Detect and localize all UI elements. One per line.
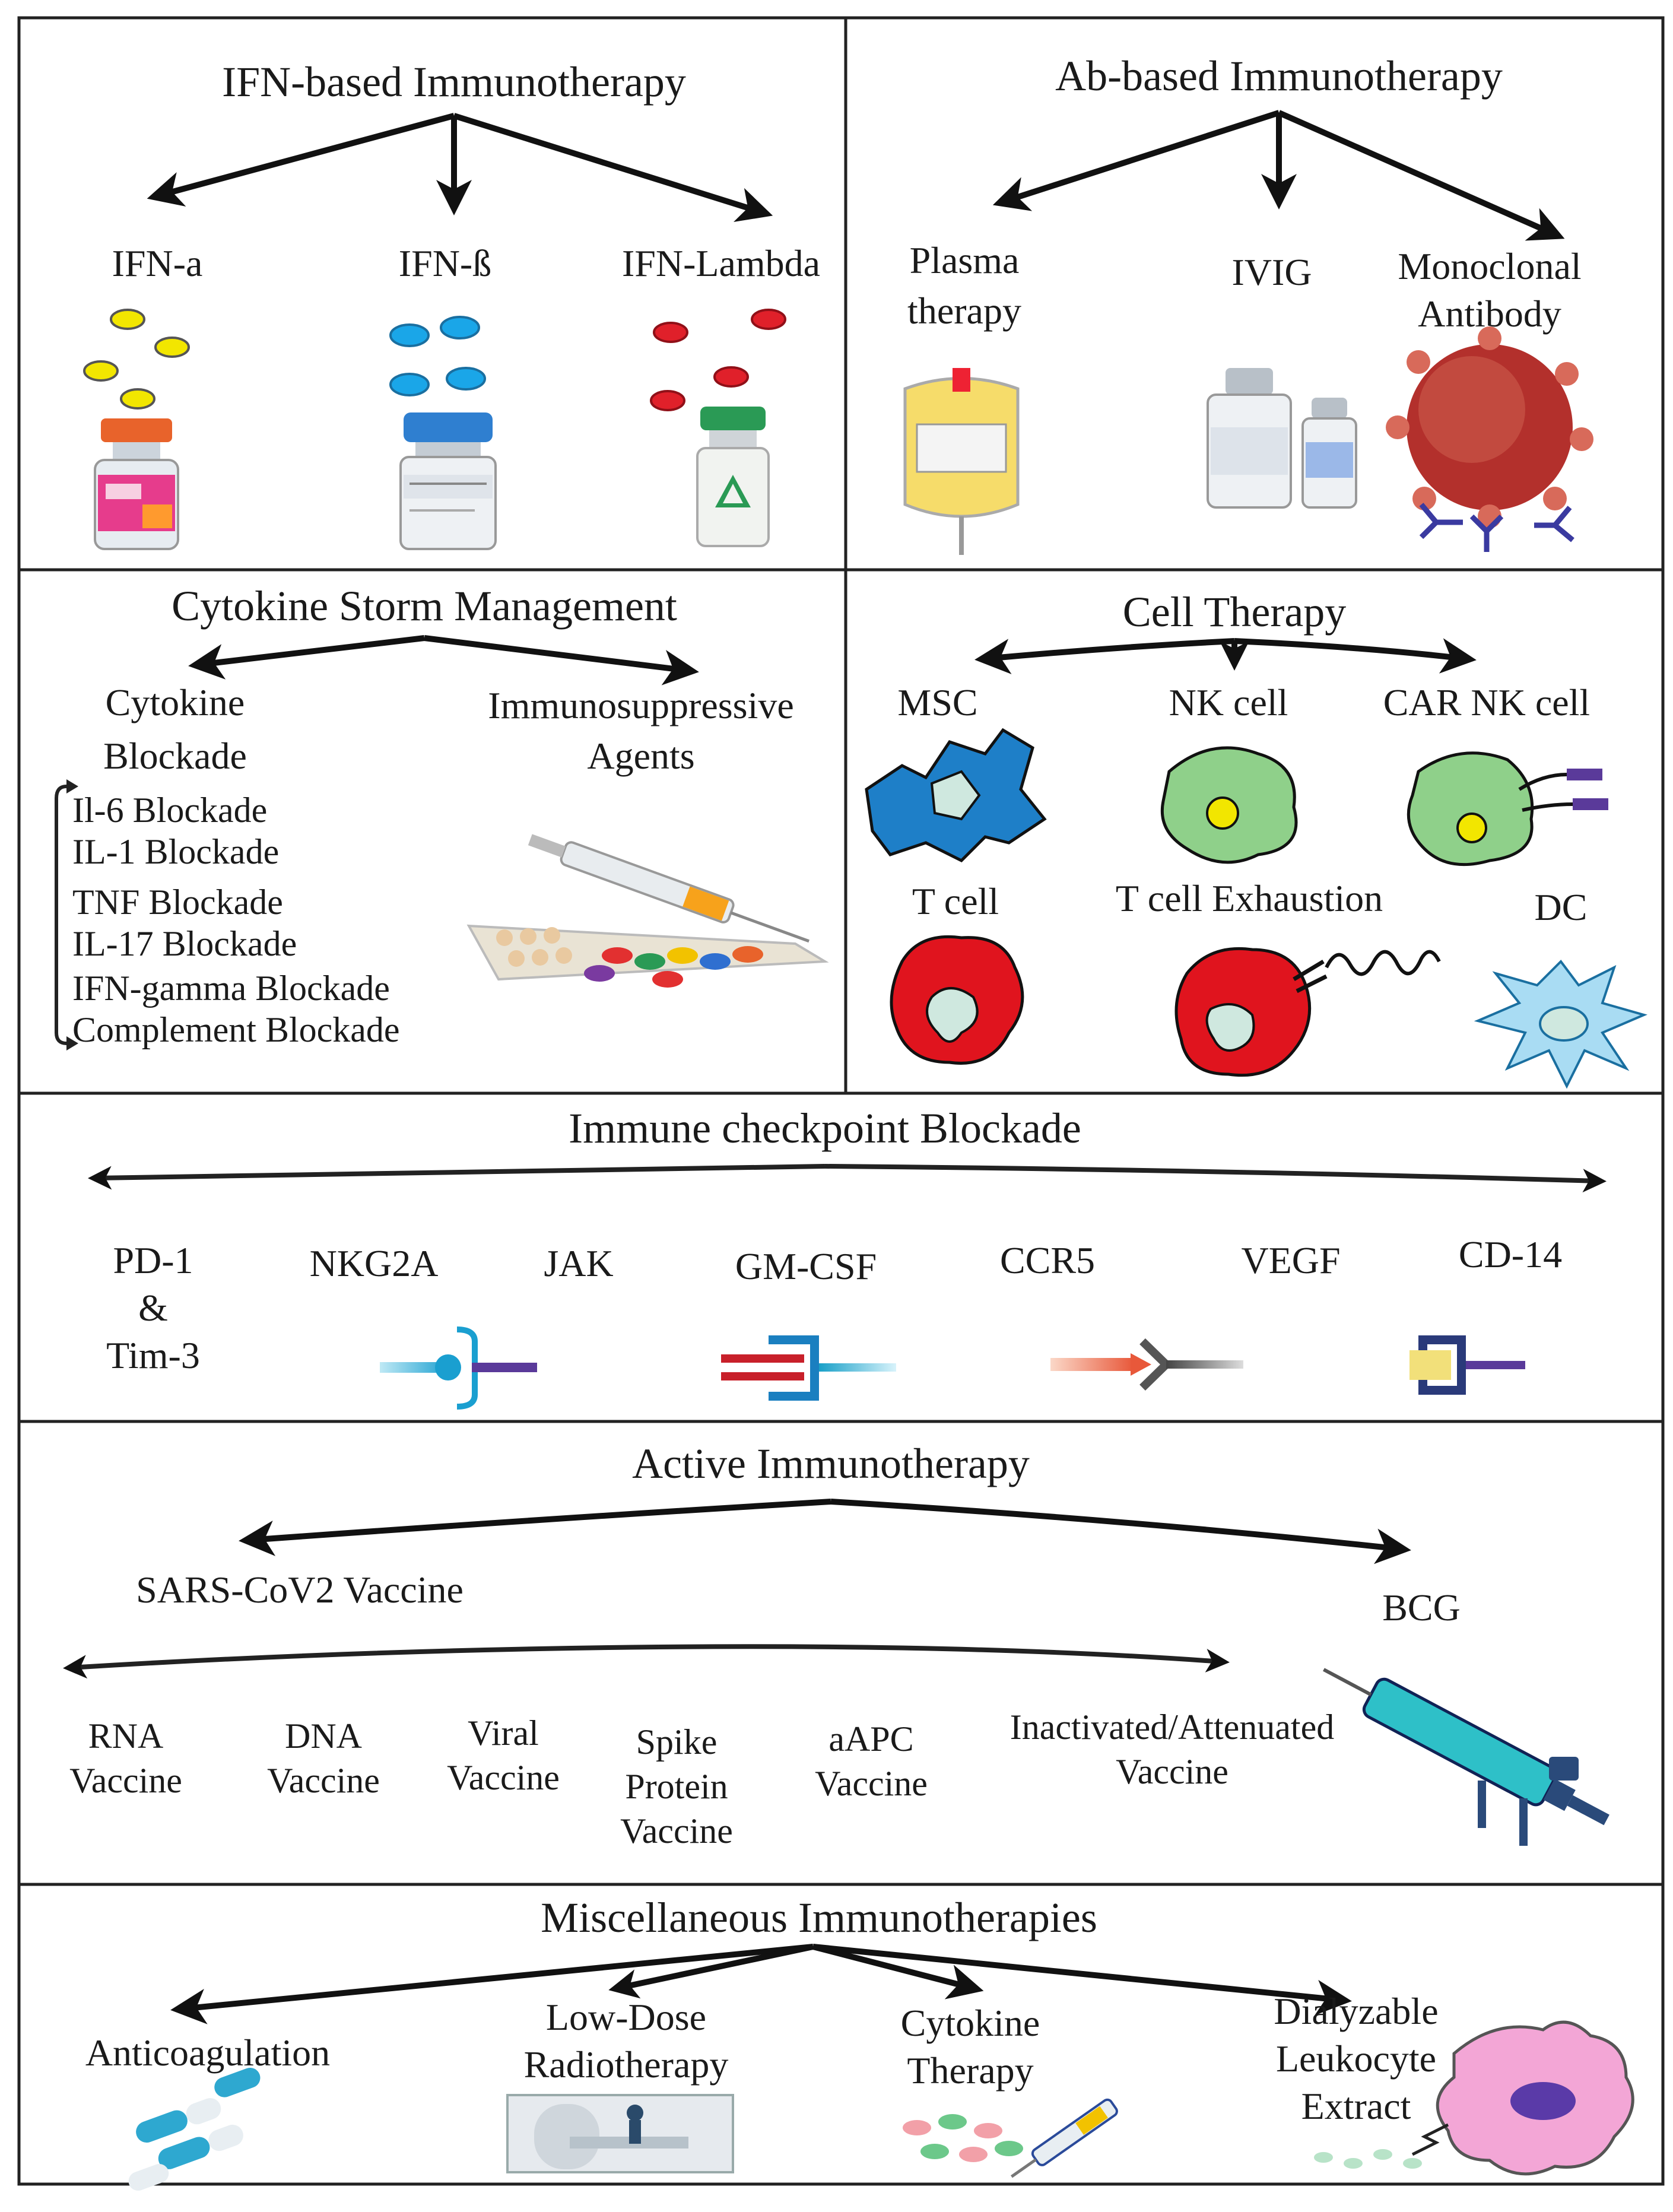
vaccine-label-aapc: aAPC [828,1719,913,1759]
blockade-bracket [55,779,78,1051]
ifn-lambda-molecules-icon [650,309,786,411]
checkpoint-label-pd1: PD-1 [113,1239,193,1281]
cell-label-dc: DC [1535,886,1588,928]
plasma-therapy-label-line2: therapy [907,290,1021,332]
dc-cell-icon [1474,959,1647,1089]
vaccine-label-dna: DNA [285,1716,362,1756]
virus-icon [1386,326,1593,528]
checkpoint-label-cd14: CD-14 [1459,1233,1562,1275]
sars-cov2-vaccine-label: SARS-CoV2 Vaccine [136,1569,464,1611]
blockade-item: Complement Blockade [72,1010,400,1049]
ifn-alpha-label: IFN-a [112,242,203,284]
ifn-beta-vial-icon [399,412,497,550]
checkpoint-label-vegf: VEGF [1241,1239,1340,1281]
vaccine-label-inactivated: Vaccine [1116,1752,1228,1791]
capsules-icon [128,2067,261,2191]
bcg-label: BCG [1382,1586,1461,1629]
misc-label-radiotherapy: Radiotherapy [524,2043,729,2086]
syringe-and-pills-icon [466,834,829,988]
panel-misc-immunotherapies: Miscellaneous Immunotherapies Anticoagul… [85,1894,1634,2191]
immunosuppressive-agents-label-line2: Agents [587,735,694,777]
receptor-ligand-icon-1 [380,1326,537,1410]
plasma-therapy-label-line1: Plasma [910,239,1020,281]
receptor-ligand-icon-3 [1050,1338,1243,1391]
macrophage-icon [1411,2020,1634,2176]
extract-dots-icon [1314,2149,1422,2169]
cell-label-msc: MSC [897,681,977,723]
panel-ifn-immunotherapy: IFN-based Immunotherapy IFN-a IFN-ß IFN-… [83,58,820,550]
panel-title-cytokine-storm: Cytokine Storm Management [172,582,677,630]
plasma-bag-icon [903,368,1020,555]
blockade-item: IL-17 Blockade [72,924,297,963]
checkpoint-label-nkg2a: NKG2A [310,1242,439,1284]
vaccine-label-spike: Spike [636,1722,718,1762]
vaccine-label-rna: RNA [88,1716,164,1756]
monoclonal-antibody-label-line1: Monoclonal [1398,245,1581,287]
checkpoint-label-ccr5: CCR5 [1000,1239,1095,1281]
misc-label-dialyzable: Leukocyte [1276,2038,1436,2080]
cell-label-car-nk: CAR NK cell [1383,681,1590,723]
panel-title-ifn: IFN-based Immunotherapy [222,58,686,106]
t-cell-exhaustion-icon [1174,947,1441,1077]
vaccine-label-aapc: Vaccine [815,1764,928,1803]
vaccine-label-viral: Viral [468,1713,539,1753]
radiotherapy-machine-icon [506,2094,734,2173]
immunosuppressive-agents-label-line1: Immunosuppressive [488,684,794,726]
ivig-vials-icon [1207,368,1357,509]
ifn-alpha-vial-icon [94,418,179,550]
panel-title-ab: Ab-based Immunotherapy [1055,52,1503,100]
panel-title-misc: Miscellaneous Immunotherapies [541,1894,1097,1941]
blockade-item: IL-1 Blockade [72,832,279,871]
misc-label-radiotherapy: Low-Dose [546,1996,706,2038]
bcg-syringe-icon [1323,1668,1609,1846]
panel-immune-checkpoint: Immune checkpoint Blockade PD-1 & Tim-3 … [88,1105,1607,1410]
vaccine-label-dna: Vaccine [267,1761,380,1800]
blockade-item: TNF Blockade [72,883,283,922]
msc-cell-icon [865,728,1047,863]
cytokine-blockade-label-line1: Cytokine [106,681,245,723]
vaccine-label-spike: Vaccine [620,1811,733,1851]
misc-label-cytokine-therapy: Therapy [907,2049,1033,2092]
ivig-label: IVIG [1231,251,1312,293]
checkpoint-label-pd1-amp: & [138,1287,168,1329]
panel-cytokine-storm: Cytokine Storm Management Cytokine Block… [55,582,829,1051]
panel-active-immunotherapy: Active Immunotherapy SARS-CoV2 Vaccine B… [63,1440,1609,1851]
misc-label-anticoagulation: Anticoagulation [85,2032,330,2074]
receptor-ligand-icon-4 [1409,1335,1525,1395]
ifn-alpha-molecules-icon [83,309,190,410]
blockade-item: Il-6 Blockade [72,791,267,830]
cell-label-nk: NK cell [1169,681,1288,723]
cytokine-blockade-label-line2: Blockade [103,735,247,777]
panel-title-checkpoint: Immune checkpoint Blockade [569,1105,1081,1152]
cytokine-therapy-icon [903,2098,1118,2178]
vaccine-label-inactivated: Inactivated/Attenuated [1010,1708,1334,1747]
receptor-ligand-icon-2 [721,1335,896,1401]
ifn-beta-molecules-icon [389,316,486,396]
nk-cell-icon [1160,746,1298,864]
cell-label-t-cell-exhaustion: T cell Exhaustion [1116,877,1383,919]
checkpoint-label-jak: JAK [544,1242,613,1284]
ifn-lambda-label: IFN-Lambda [622,242,820,284]
panel-cell-therapy: Cell Therapy MSC NK cell CAR NK cell T c… [865,588,1647,1089]
panel-ab-immunotherapy: Ab-based Immunotherapy Plasma therapy IV… [903,52,1593,555]
t-cell-icon [890,935,1024,1065]
vaccine-label-viral: Vaccine [447,1758,560,1797]
misc-label-dialyzable: Extract [1301,2085,1411,2127]
misc-label-dialyzable: Dialyzable [1274,1990,1438,2032]
misc-label-cytokine-therapy: Cytokine [901,2002,1040,2044]
blockade-item: IFN-gamma Blockade [72,969,390,1008]
panel-frames [17,16,1665,2186]
ifn-beta-label: IFN-ß [399,242,491,284]
vaccine-label-rna: Vaccine [69,1761,182,1800]
panel-title-cell-therapy: Cell Therapy [1123,588,1347,636]
vaccine-label-spike: Protein [625,1767,728,1806]
antibody-icon [1419,503,1574,552]
checkpoint-label-tim3: Tim-3 [106,1334,200,1376]
checkpoint-label-gmcsf: GM-CSF [735,1245,877,1287]
car-nk-cell-icon [1407,751,1608,867]
cell-label-t-cell: T cell [912,880,999,922]
panel-title-active: Active Immunotherapy [632,1440,1030,1487]
ifn-lambda-vial-icon [696,407,770,547]
